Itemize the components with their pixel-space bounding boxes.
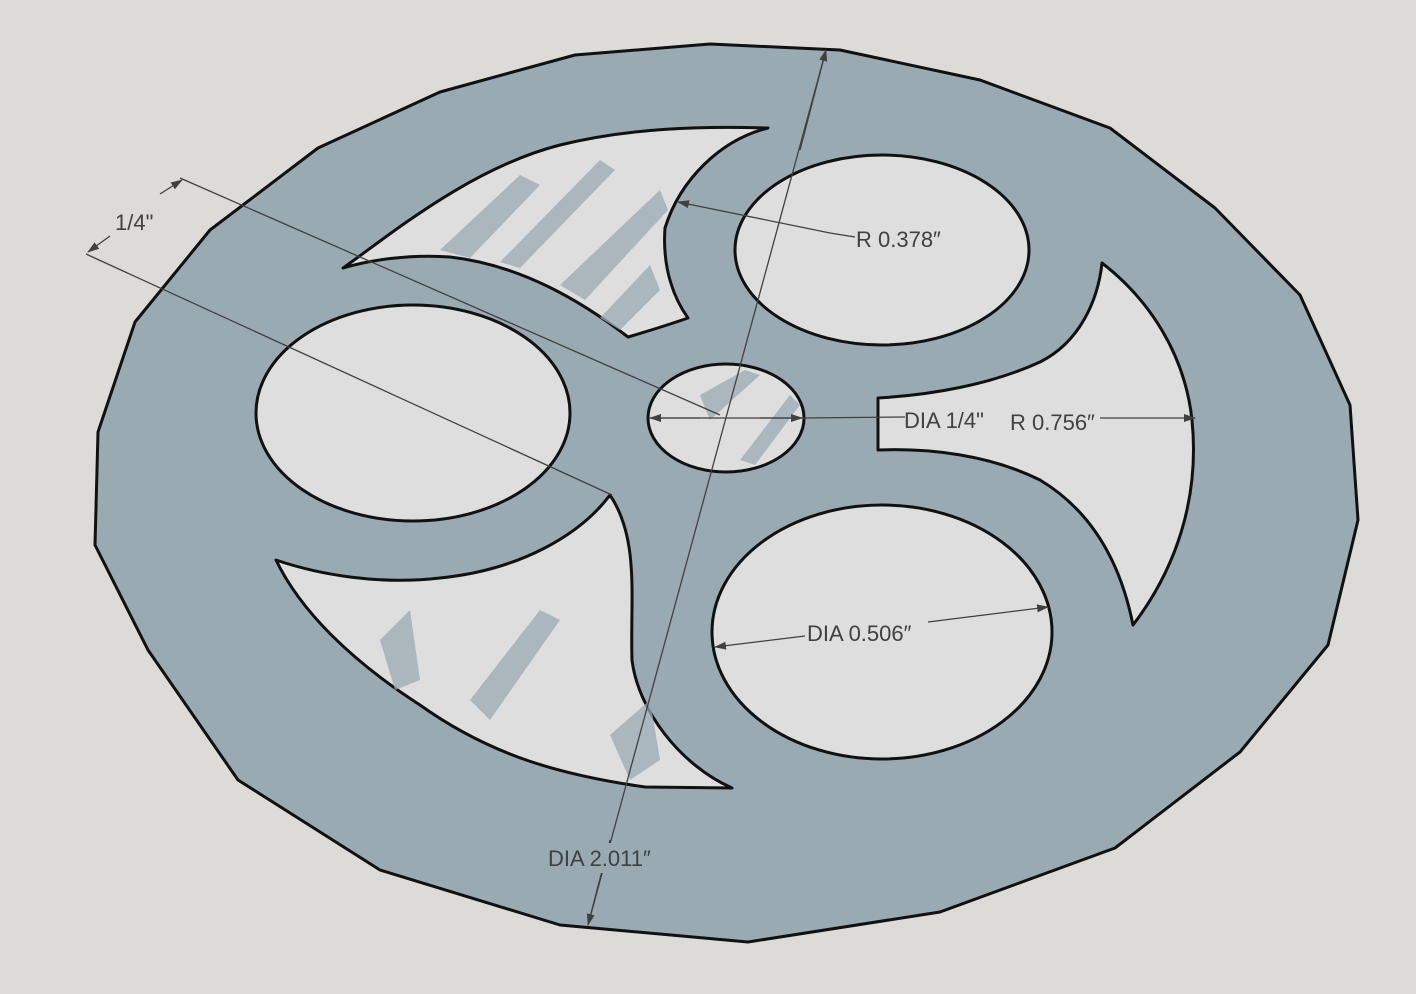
radius-small-label: R 0.378″ [856,227,941,252]
crescent-cutout-bottom [274,493,734,790]
crescent-cutout-top [341,125,770,339]
center-hole-label: DIA 1/4" [904,408,984,433]
hole-top-right [733,153,1031,347]
center-hole-leader [801,416,906,419]
hole-bottom-right [710,503,1054,761]
surface-glints [380,160,800,780]
thickness-label: 1/4" [115,210,153,235]
outer-diameter-arrow-top [799,49,828,151]
hole-diameter-arrow-right [927,604,1049,623]
outer-diameter-label: DIA 2.011″ [548,846,651,871]
outer-diameter-label-bg [545,843,670,873]
radius-small-leader [677,200,856,238]
outer-diameter-dim-line [587,49,827,926]
thickness-dim-arrow-a [159,179,183,195]
hole-diameter-label: DIA 0.506″ [807,621,912,646]
radius-large-label: R 0.756″ [1010,410,1095,435]
thickness-dim-arrow-b [87,235,111,253]
thickness-extension-lower [85,253,613,496]
hole-diameter-arrow-left [714,635,806,650]
hole-left [254,303,572,523]
outer-disc [93,42,1360,944]
thickness-extension-upper [179,177,721,416]
